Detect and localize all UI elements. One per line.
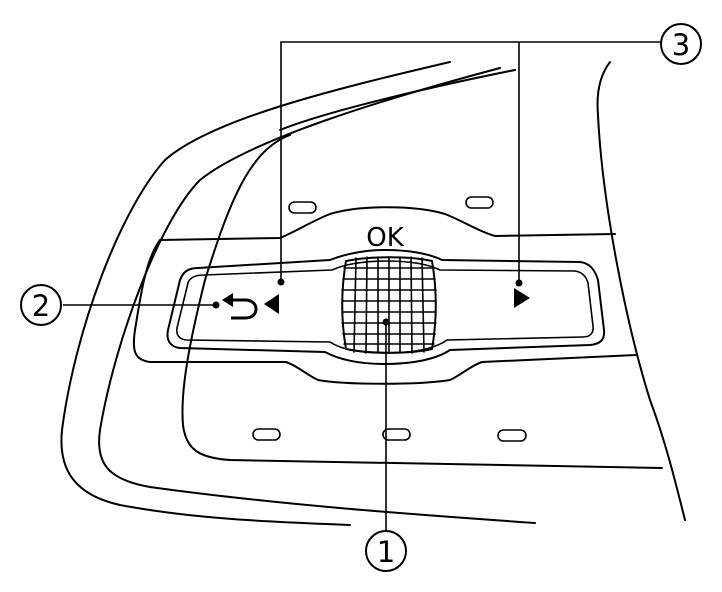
leader-3-right-dot	[515, 279, 523, 287]
leader-2-dot	[212, 301, 220, 309]
slot-top-right	[465, 196, 494, 209]
slot-bottom-center	[382, 428, 411, 441]
back-icon[interactable]	[222, 293, 258, 320]
leader-3-left	[280, 41, 662, 282]
callout-1: 1	[365, 530, 407, 572]
switch-bezel	[166, 249, 606, 365]
callout-leaders	[63, 41, 662, 530]
slot-bottom-left	[252, 428, 281, 441]
leader-3-left-dot	[277, 278, 285, 286]
leader-1-dot	[382, 318, 390, 326]
housing-outline	[60, 61, 686, 526]
callout-2: 2	[20, 284, 62, 326]
ok-wheel[interactable]	[341, 256, 437, 354]
slot-top-left	[288, 201, 317, 214]
ok-wheel-grid	[341, 256, 437, 354]
right-arrow-icon[interactable]	[514, 288, 530, 308]
callout-3: 3	[660, 23, 702, 65]
left-arrow-icon[interactable]	[264, 294, 279, 314]
housing-slots	[252, 196, 527, 442]
callout-3-number: 3	[672, 28, 690, 62]
ok-label: OK	[366, 223, 404, 253]
callout-2-number: 2	[32, 289, 50, 323]
callout-1-number: 1	[377, 535, 395, 569]
slot-bottom-right	[497, 429, 527, 442]
